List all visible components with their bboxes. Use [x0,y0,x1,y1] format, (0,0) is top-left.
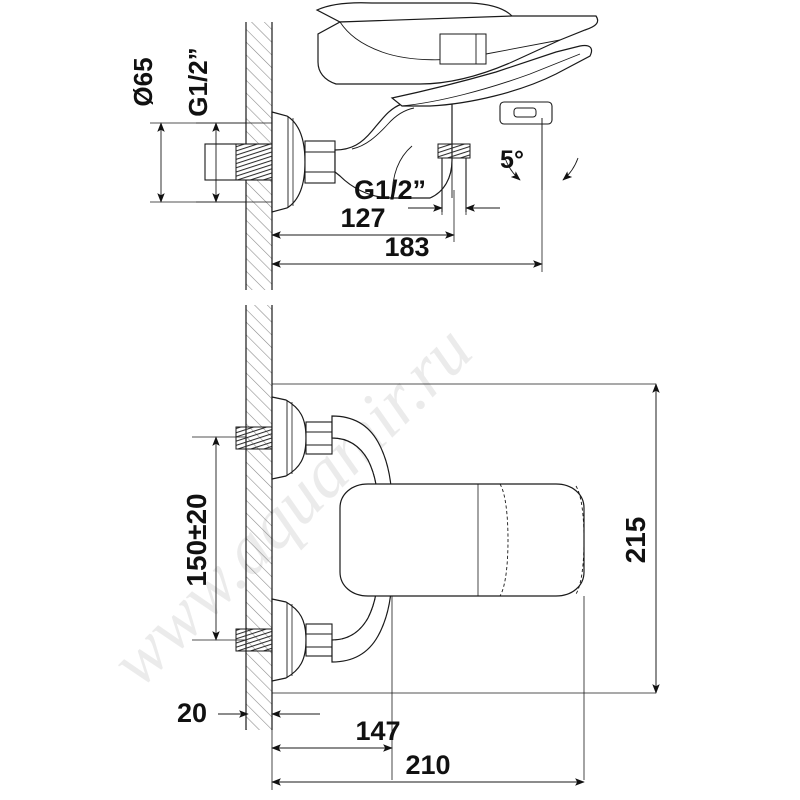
mixer-body-side [334,103,453,199]
dimension-150pm20: 150±20 [181,436,246,641]
lever-detail-box-side [439,33,487,65]
lever-handle-side [315,2,599,85]
thread-side [235,143,273,181]
spout-barrel-front [339,483,585,597]
dimension-147: 147 [271,714,401,755]
body-contour2-side [391,145,413,199]
angle-arc-left [504,157,521,181]
outlet-thread-side [437,143,471,159]
dimension-thread-horizontal: G1/2” [354,160,500,215]
spout-side [390,44,593,125]
dim-label-150: 150±20 [181,493,212,586]
dimension-127: 127 [271,190,455,242]
dim-label-5deg: 5° [500,146,524,174]
dimension-215: 215 [620,383,660,694]
dimension-thread-vertical: G1/2” [183,47,246,203]
dim-label-g12-horizontal: G1/2” [354,175,426,205]
barrel-joint-front [499,483,509,597]
dimension-20: 20 [177,693,320,728]
body-contour-side [351,107,415,150]
escutcheon-upper-front [271,396,333,480]
front-view: 150±20 215 20 147 210 [177,305,660,790]
nut-lower-front [305,623,333,657]
dimension-angle-5deg: 5° [500,118,579,190]
escutcheon-lower-front [271,598,333,682]
spout-outline-side [390,44,593,107]
dim-label-d65: Ø65 [128,57,158,106]
hex-nut-side [304,140,336,184]
dim-label-210: 210 [405,750,450,780]
side-view: Ø65 G1/2” G1/2” 127 1 [128,2,599,290]
inlet-upper-front [235,426,273,450]
dim-label-g12-vertical: G1/2” [183,47,213,116]
thread-upper-front [235,426,273,450]
aerator-side [513,107,537,118]
dimension-diameter65: Ø65 [128,57,272,203]
wall-section-front [245,305,273,730]
nut-upper-front [305,421,333,455]
angle-arc-right [562,157,579,181]
spout-contour-side [401,53,581,107]
barrel-end-front [575,485,585,595]
nut-body-side [304,140,336,184]
wall-hatch-front [246,305,272,730]
dim-label-127: 127 [340,203,385,233]
dim-label-147: 147 [355,716,400,746]
dimension-210: 210 [271,750,585,790]
dim-label-215: 215 [620,517,651,564]
wall-pipe-side [204,143,273,181]
dim-label-183: 183 [384,232,429,262]
dim-label-20: 20 [177,698,207,728]
barrel-outline-front [339,483,585,597]
